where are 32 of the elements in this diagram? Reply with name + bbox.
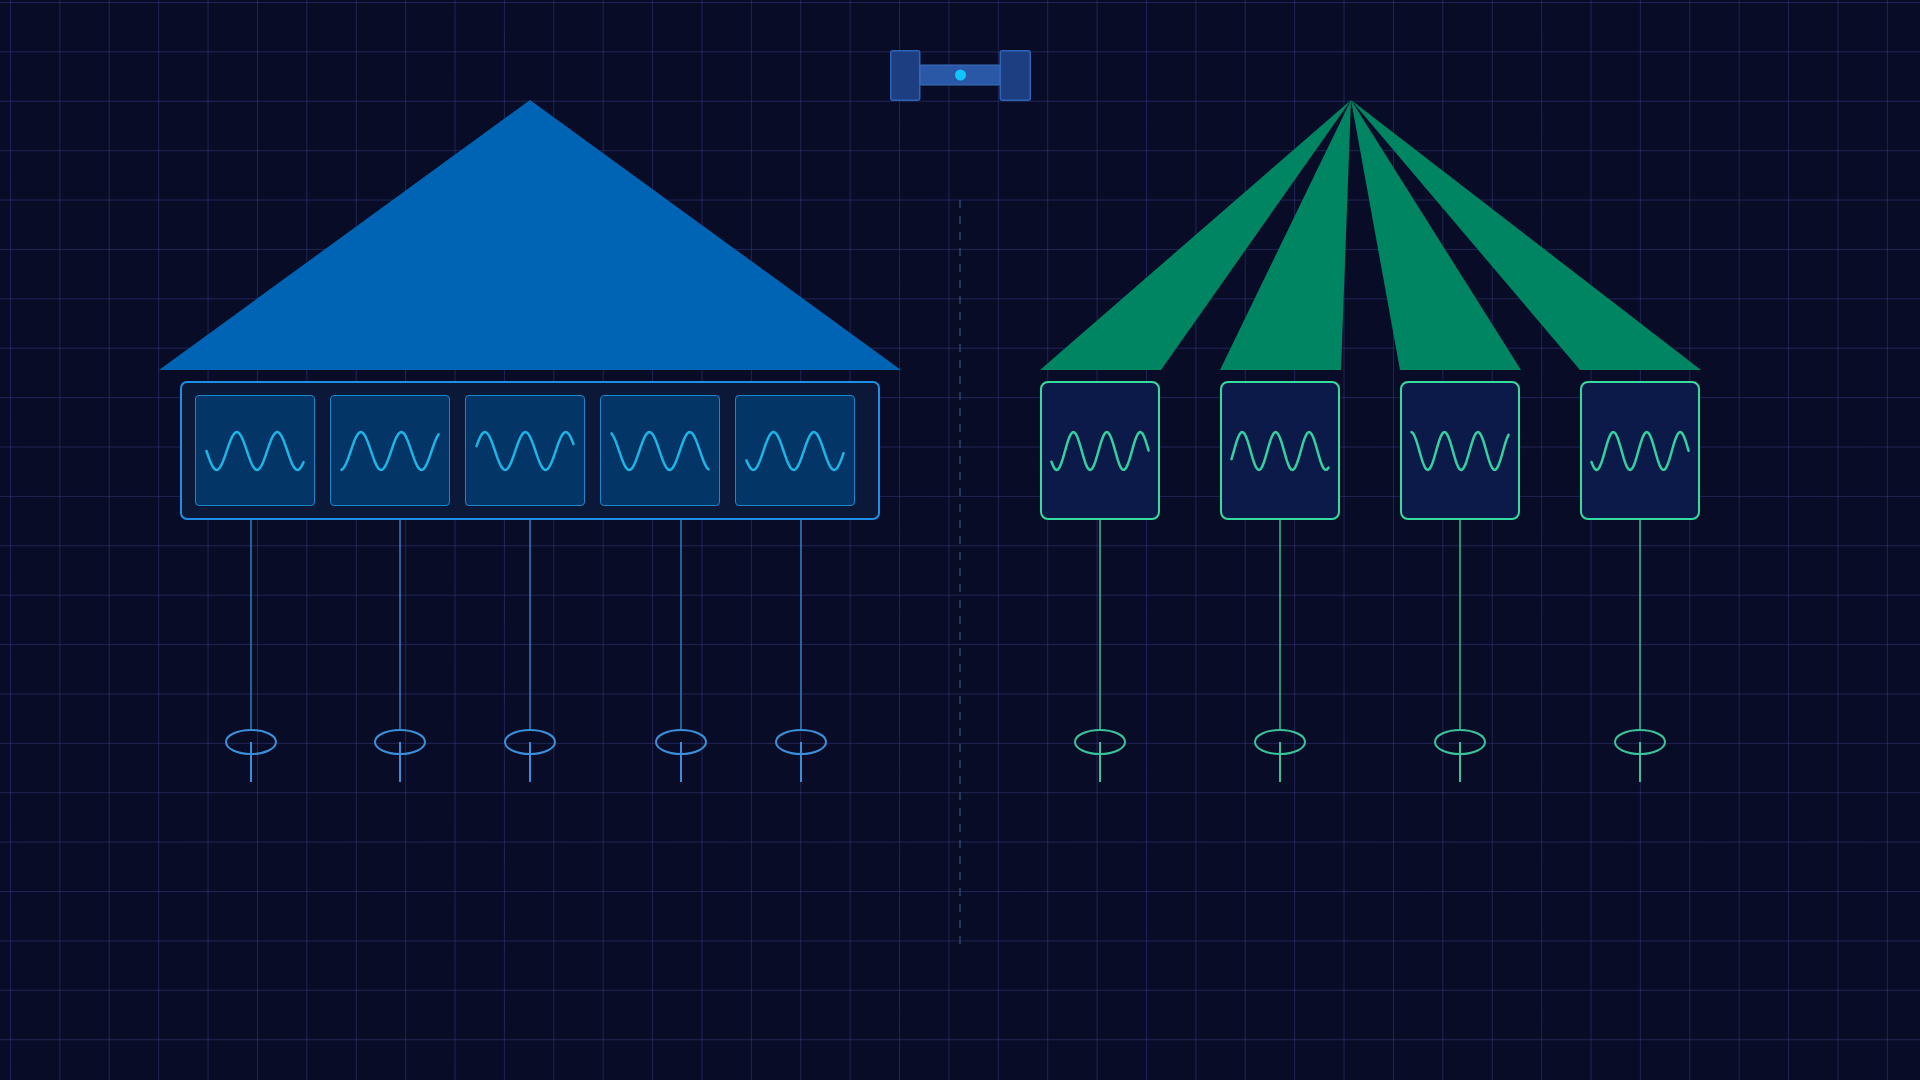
connector-line xyxy=(529,519,531,730)
antenna-icon xyxy=(655,729,707,782)
waveform-tile xyxy=(195,395,315,506)
spot-beam xyxy=(1351,100,1521,370)
connector-line xyxy=(250,519,252,730)
waveform-tile xyxy=(1580,381,1700,520)
connector-line xyxy=(1459,519,1461,730)
connector-line xyxy=(1099,519,1101,730)
antenna-icon xyxy=(1434,729,1486,782)
connector-line xyxy=(1639,519,1641,730)
antenna-icon xyxy=(504,729,556,782)
waveform-tile xyxy=(1400,381,1520,520)
spot-beam xyxy=(1040,100,1351,370)
connector-line xyxy=(800,519,802,730)
satellite-icon xyxy=(890,50,1031,101)
antenna-icon xyxy=(225,729,277,782)
waveform-tile xyxy=(465,395,585,506)
waveform-tile xyxy=(735,395,855,506)
antenna-icon xyxy=(374,729,426,782)
connector-line xyxy=(1279,519,1281,730)
antenna-icon xyxy=(775,729,827,782)
wide-beam xyxy=(159,100,901,370)
antenna-icon xyxy=(1614,729,1666,782)
waveform-tile xyxy=(600,395,720,506)
waveform-tile xyxy=(1220,381,1340,520)
connector-line xyxy=(680,519,682,730)
group-frame xyxy=(180,381,880,520)
waveform-tile xyxy=(1040,381,1160,520)
antenna-icon xyxy=(1254,729,1306,782)
connector-line xyxy=(399,519,401,730)
waveform-tile xyxy=(330,395,450,506)
antenna-icon xyxy=(1074,729,1126,782)
